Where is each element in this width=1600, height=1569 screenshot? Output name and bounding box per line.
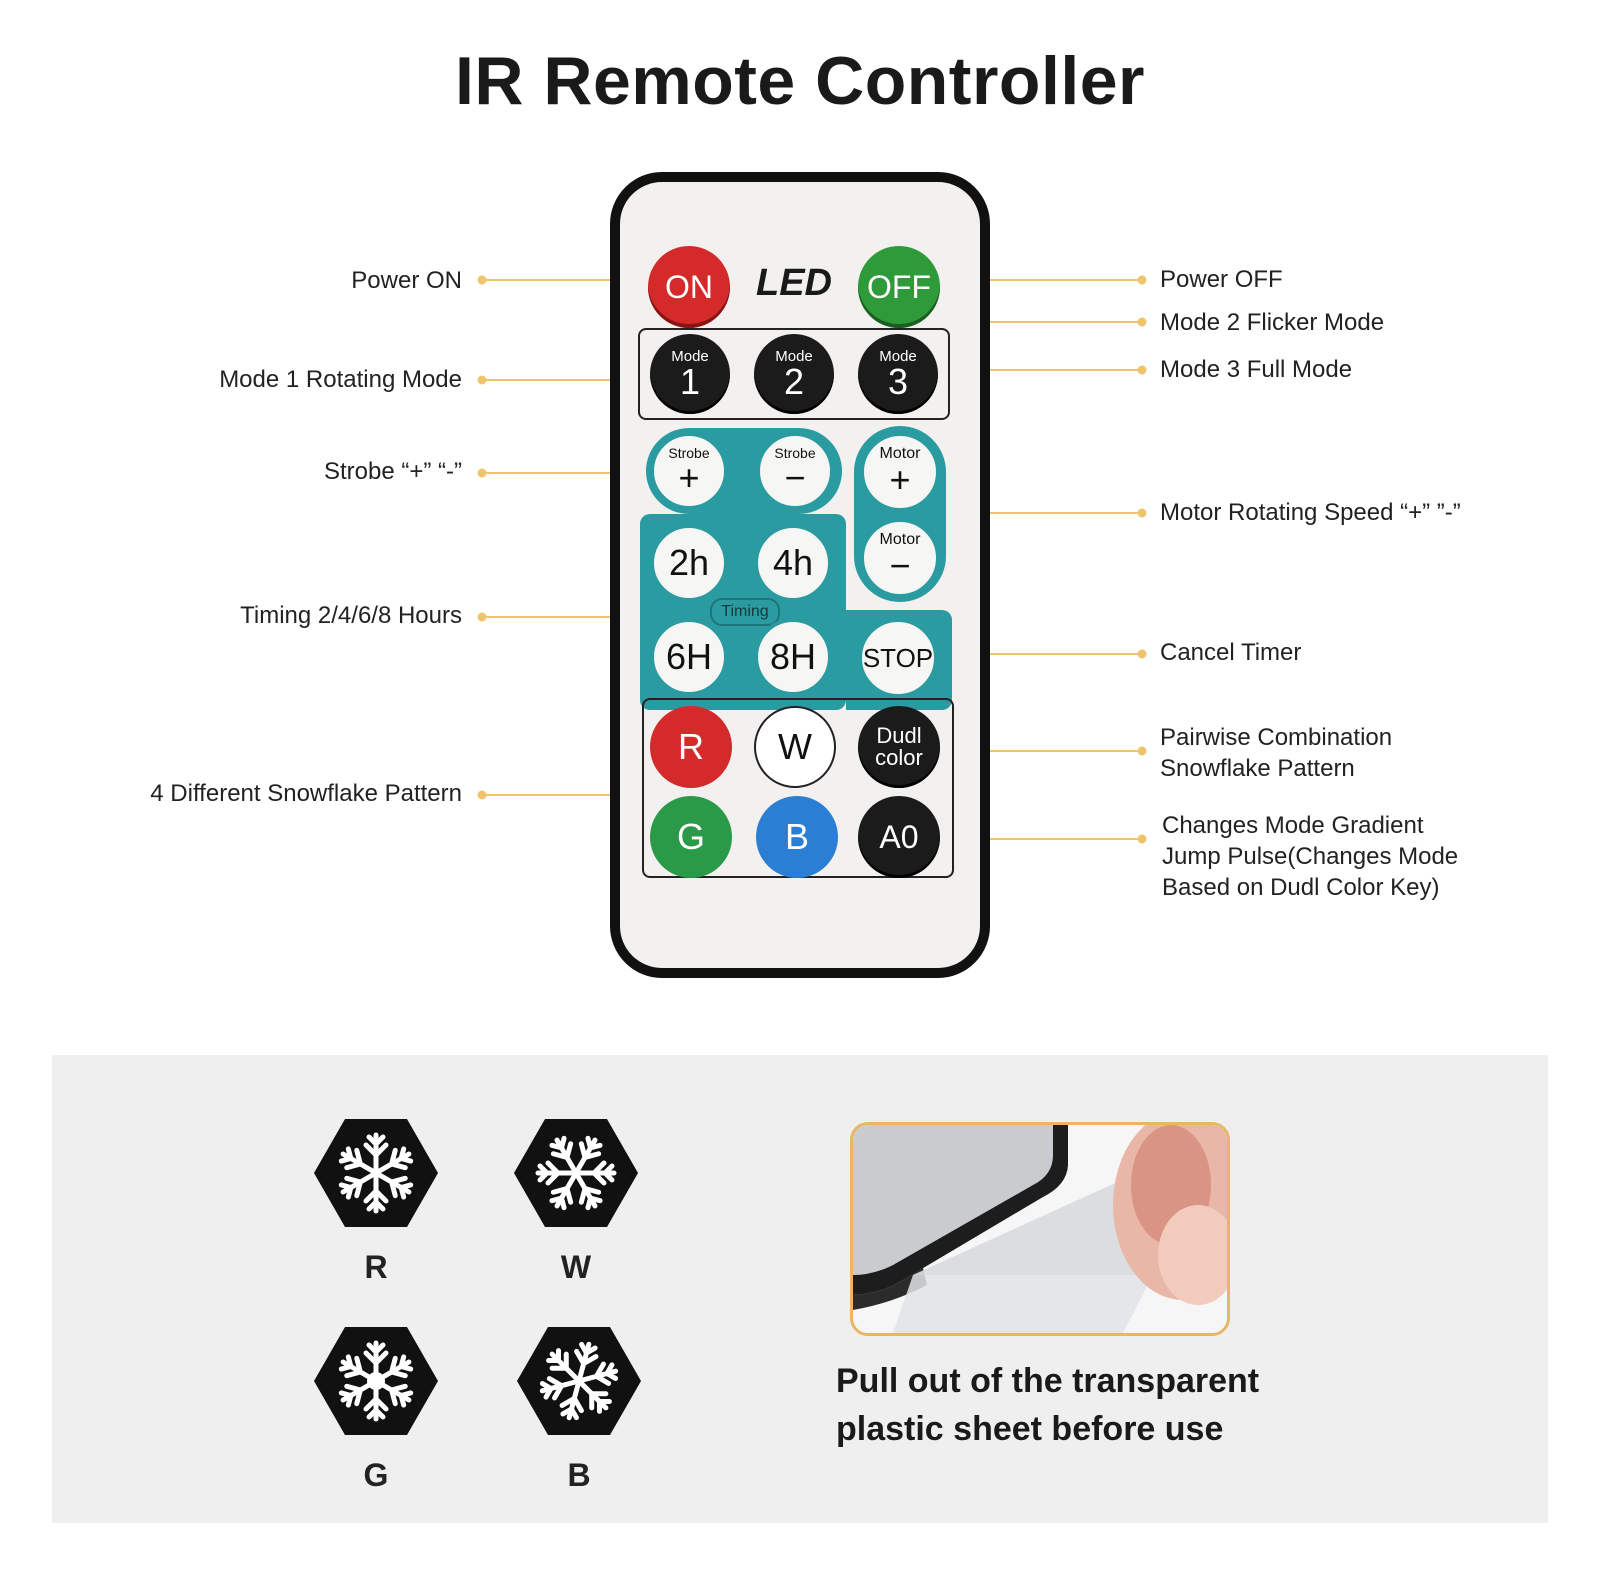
pattern-g-label: G: [363, 1457, 389, 1493]
callout-changes-line2: Jump Pulse(Changes Mode: [1162, 843, 1459, 870]
motor-minus-word: Motor: [879, 531, 921, 548]
dudl-color-line1: Dudl: [876, 723, 922, 748]
mode-2-word: Mode: [775, 347, 813, 365]
callout-mode3: Mode 3 Full Mode: [1160, 356, 1353, 383]
callout-changes-line3: Based on Dudl Color Key): [1162, 874, 1440, 901]
strobe-minus-button[interactable]: Strobe −: [756, 432, 834, 510]
remote-edge-image: [853, 1125, 1227, 1333]
off-button[interactable]: OFF: [858, 246, 940, 328]
snowflake-icon: [517, 1327, 641, 1435]
callout-snowflake-patterns: 4 Different Snowflake Pattern: [150, 780, 462, 807]
pull-sheet-photo: [850, 1122, 1230, 1336]
on-button-label: ON: [665, 269, 713, 305]
mode-1-number: 1: [679, 360, 701, 402]
callout-pairwise: Pairwise Combination Snowflake Pattern: [1160, 722, 1392, 784]
timer-4h-label: 4h: [772, 542, 814, 583]
pattern-w-label: W: [560, 1249, 592, 1285]
timing-tag: Timing: [710, 598, 780, 626]
pattern-b: B: [516, 1325, 642, 1494]
strobe-plus-sign: +: [678, 457, 700, 498]
red-button-label: R: [678, 726, 704, 767]
callout-pairwise-line2: Snowflake Pattern: [1160, 755, 1355, 782]
mode-1-button[interactable]: Mode 1: [650, 334, 730, 414]
mode-3-number: 3: [887, 360, 909, 402]
mode-2-number: 2: [783, 360, 805, 402]
white-button[interactable]: W: [754, 706, 836, 788]
strobe-minus-sign: −: [784, 457, 806, 498]
stop-label: STOP: [862, 643, 934, 673]
callout-mode1: Mode 1 Rotating Mode: [219, 366, 462, 393]
mode-3-word: Mode: [879, 347, 917, 365]
red-button[interactable]: R: [650, 706, 732, 788]
mode-2-button[interactable]: Mode 2: [754, 334, 834, 414]
callout-motor: Motor Rotating Speed “+” ”-”: [1160, 499, 1461, 526]
motor-plus-word: Motor: [879, 445, 921, 462]
timer-2h-button[interactable]: 2h: [650, 524, 728, 602]
motor-plus-sign: +: [889, 459, 911, 500]
a0-button[interactable]: A0: [858, 796, 940, 878]
instruction-line1: Pull out of the transparent: [836, 1362, 1260, 1400]
dudl-color-button[interactable]: Dudl color: [858, 706, 940, 788]
pattern-w: W: [513, 1117, 639, 1286]
callout-timing: Timing 2/4/6/8 Hours: [240, 602, 462, 629]
instruction-line2: plastic sheet before use: [836, 1410, 1224, 1448]
callout-pairwise-line1: Pairwise Combination: [1160, 724, 1393, 751]
timer-4h-button[interactable]: 4h: [754, 524, 832, 602]
pattern-r: R: [313, 1117, 439, 1286]
callout-cancel-timer: Cancel Timer: [1160, 639, 1302, 666]
callout-strobe: Strobe “+” “-”: [323, 458, 462, 485]
blue-button-label: B: [784, 816, 809, 857]
timer-8h-label: 8H: [769, 636, 817, 677]
white-button-label: W: [778, 726, 812, 767]
brand-logo: LED: [756, 262, 832, 304]
dudl-color-line2: color: [875, 745, 923, 770]
snowflake-icon: [314, 1119, 438, 1227]
mode-3-button[interactable]: Mode 3: [858, 334, 938, 414]
motor-minus-button[interactable]: Motor −: [860, 518, 940, 598]
a0-button-label: A0: [879, 819, 919, 855]
off-button-label: OFF: [867, 269, 931, 305]
callout-changes-mode: Changes Mode Gradient Jump Pulse(Changes…: [1162, 810, 1458, 903]
mode-group: [638, 328, 950, 420]
timer-6h-button[interactable]: 6H: [650, 618, 728, 696]
pattern-b-label: B: [567, 1457, 591, 1493]
mode-1-word: Mode: [671, 347, 709, 365]
motor-minus-sign: −: [889, 545, 911, 586]
pattern-g: G: [313, 1325, 439, 1494]
strobe-minus-word: Strobe: [774, 445, 816, 461]
strobe-plus-word: Strobe: [668, 445, 710, 461]
callout-changes-line1: Changes Mode Gradient: [1162, 812, 1424, 839]
green-button[interactable]: G: [650, 796, 732, 878]
blue-button[interactable]: B: [756, 796, 838, 878]
timer-8h-button[interactable]: 8H: [754, 618, 832, 696]
snowflake-icon: [314, 1327, 438, 1435]
green-button-label: G: [676, 816, 705, 857]
on-button[interactable]: ON: [648, 246, 730, 328]
callout-mode2: Mode 2 Flicker Mode: [1160, 309, 1385, 336]
stop-button[interactable]: STOP: [858, 618, 938, 698]
timer-2h-label: 2h: [668, 542, 710, 583]
page-title: IR Remote Controller: [454, 43, 1146, 119]
callout-power-on: Power ON: [351, 267, 462, 294]
callout-power-off: Power OFF: [1160, 266, 1283, 293]
strobe-plus-button[interactable]: Strobe +: [650, 432, 728, 510]
motor-plus-button[interactable]: Motor +: [860, 432, 940, 512]
instruction-text: Pull out of the transparent plastic shee…: [836, 1357, 1259, 1453]
snowflake-icon: [514, 1117, 638, 1229]
ir-remote: ON LED OFF Mode 1 Mode 2 Mode 3 Strobe +…: [610, 172, 990, 978]
bottom-panel: [52, 1055, 1548, 1523]
timer-6h-label: 6H: [665, 636, 713, 677]
pattern-r-label: R: [364, 1249, 388, 1285]
